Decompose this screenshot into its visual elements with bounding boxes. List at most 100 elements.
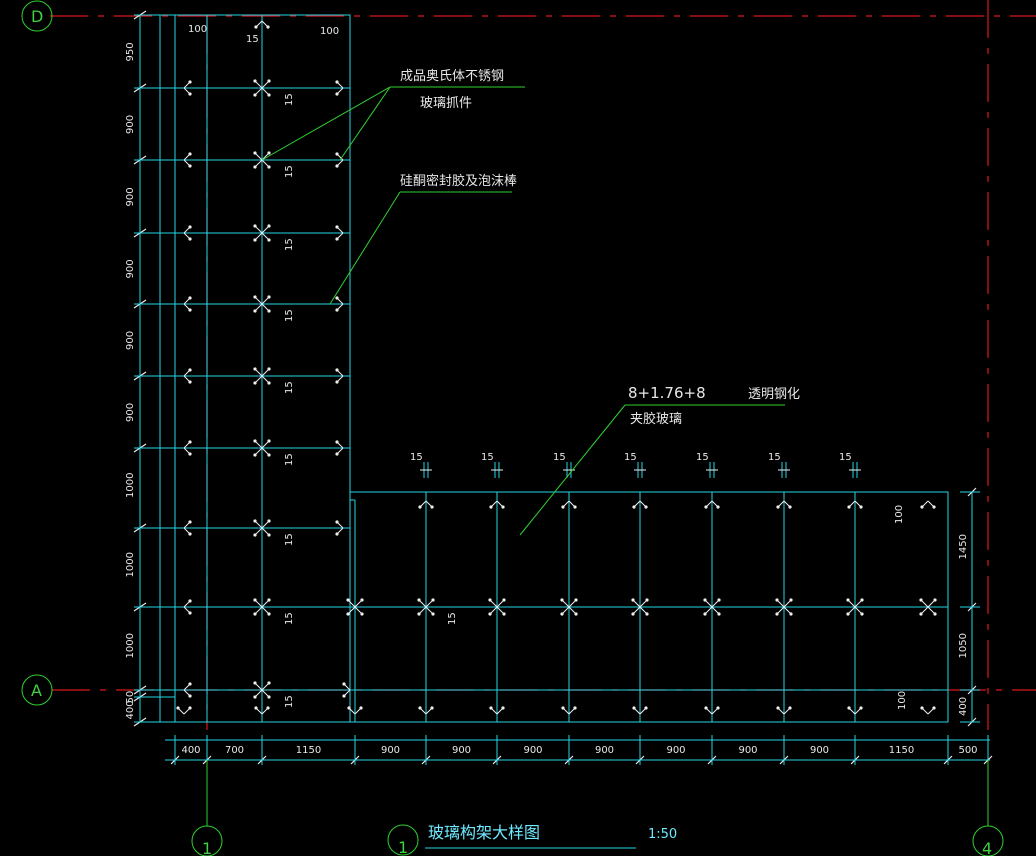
left-gap-text: 15 <box>284 309 295 322</box>
edge-clamp-icon <box>335 368 344 384</box>
top-gap-text: 15 <box>410 452 423 463</box>
edge-clamp-icon <box>418 500 434 509</box>
edge-clamp-icon <box>335 520 344 536</box>
spider-clamp-icon <box>253 367 271 385</box>
edge-clamp-icon <box>920 706 936 715</box>
left-gap-text: 15 <box>284 93 295 106</box>
dim-top-100-left: 100 <box>188 24 207 35</box>
left-dimension-ticks <box>133 10 175 727</box>
note-sealant: 硅酮密封胶及泡沫棒 <box>400 173 517 189</box>
spider-clamps <box>176 20 937 715</box>
bottom-dim-text: 1150 <box>889 745 914 756</box>
bottom-dim-text: 900 <box>381 745 400 756</box>
edge-clamp-icon <box>335 225 344 241</box>
spider-clamp-icon <box>631 598 649 616</box>
bottom-dim-text: 900 <box>810 745 829 756</box>
axis-bubble-a: A <box>21 674 53 706</box>
bottom-dim-text: 400 <box>181 745 200 756</box>
left-gap-text: 15 <box>447 612 458 625</box>
spider-clamp-icon <box>253 681 271 699</box>
bottom-dimension-chain <box>165 739 990 761</box>
right-dim-text: 400 <box>958 697 969 716</box>
title-scale: 1:50 <box>648 827 677 842</box>
edge-clamp-icon <box>183 682 192 698</box>
svg-text:D: D <box>31 7 43 26</box>
right-dim-text: 1450 <box>958 534 969 559</box>
spider-clamp-icon <box>488 598 506 616</box>
edge-clamp-icon <box>489 500 505 509</box>
top-gap-text: 15 <box>481 452 494 463</box>
axis-bubble-d: D <box>21 0 53 32</box>
edge-clamp-icon <box>418 706 434 715</box>
spider-clamp-icon <box>560 598 578 616</box>
spider-clamp-icon <box>253 79 271 97</box>
title-number: 1 <box>398 838 408 856</box>
edge-clamp-icon <box>489 706 505 715</box>
left-dim-text: 1000 <box>125 633 136 658</box>
left-dim-text: 950 <box>125 42 136 61</box>
bottom-dim-text: 900 <box>666 745 685 756</box>
svg-text:4: 4 <box>982 839 992 856</box>
top-gap-text: 15 <box>839 452 852 463</box>
left-gap-text: 15 <box>284 533 295 546</box>
spider-clamp-icon <box>846 598 864 616</box>
edge-clamp-icon <box>847 500 863 509</box>
bottom-dim-text: 900 <box>738 745 757 756</box>
top-gap-text: 15 <box>768 452 781 463</box>
bottom-dim-text: 500 <box>958 745 977 756</box>
axis-grid-lines <box>50 0 1036 730</box>
edge-clamp-icon <box>342 682 351 698</box>
top-edge-dims: 100 15 100 100 100 <box>188 24 908 710</box>
edge-clamp-icon <box>183 368 192 384</box>
spider-clamp-icon <box>253 224 271 242</box>
axis-bubble-4: 4 <box>972 760 1004 856</box>
dim-edge-100-top: 100 <box>894 505 905 524</box>
edge-clamp-icon <box>704 500 720 509</box>
top-gap-text: 15 <box>553 452 566 463</box>
svg-text:1: 1 <box>202 839 212 856</box>
note-clamp-line1: 成品奥氏体不锈钢 <box>400 69 504 84</box>
left-dim-text: 400 <box>125 700 136 719</box>
spider-clamp-icon <box>253 519 271 537</box>
edge-clamp-icon <box>847 706 863 715</box>
edge-clamp-icon <box>183 152 192 168</box>
left-dim-text: 1000 <box>125 552 136 577</box>
drawing-title-block: 1 玻璃构架大样图 1:50 <box>387 823 677 856</box>
edge-clamp-icon <box>183 440 192 456</box>
edge-clamp-icon <box>183 80 192 96</box>
edge-clamp-icon <box>335 80 344 96</box>
note-glass-spec: 8+1.76+8 <box>628 384 706 402</box>
edge-clamp-icon <box>335 440 344 456</box>
dim-edge-100-bottom: 100 <box>897 691 908 710</box>
edge-clamp-icon <box>632 706 648 715</box>
spider-clamp-icon <box>346 598 364 616</box>
bottom-dim-text: 700 <box>225 745 244 756</box>
edge-clamp-icon <box>561 500 577 509</box>
edge-clamp-icon <box>704 706 720 715</box>
left-dim-text: 900 <box>125 115 136 134</box>
edge-clamp-icon <box>176 706 192 715</box>
edge-clamp-icon <box>183 599 192 615</box>
spider-clamp-icon <box>253 439 271 457</box>
spider-clamp-icon <box>703 598 721 616</box>
dim-top-100-right: 100 <box>320 26 339 37</box>
left-gap-text: 15 <box>284 695 295 708</box>
spider-clamp-icon <box>253 598 271 616</box>
spider-clamp-icon <box>919 598 937 616</box>
left-gap-text: 15 <box>284 238 295 251</box>
left-dimension-chain <box>139 15 161 722</box>
edge-clamp-icon <box>347 706 363 715</box>
edge-clamp-icon <box>561 706 577 715</box>
note-glass-tempered: 透明钢化 <box>748 387 800 402</box>
left-gap-text: 15 <box>284 165 295 178</box>
edge-clamp-icon <box>183 225 192 241</box>
bottom-dim-text: 900 <box>452 745 471 756</box>
left-gap-text: 15 <box>284 612 295 625</box>
left-dim-text: 50 <box>125 691 136 704</box>
